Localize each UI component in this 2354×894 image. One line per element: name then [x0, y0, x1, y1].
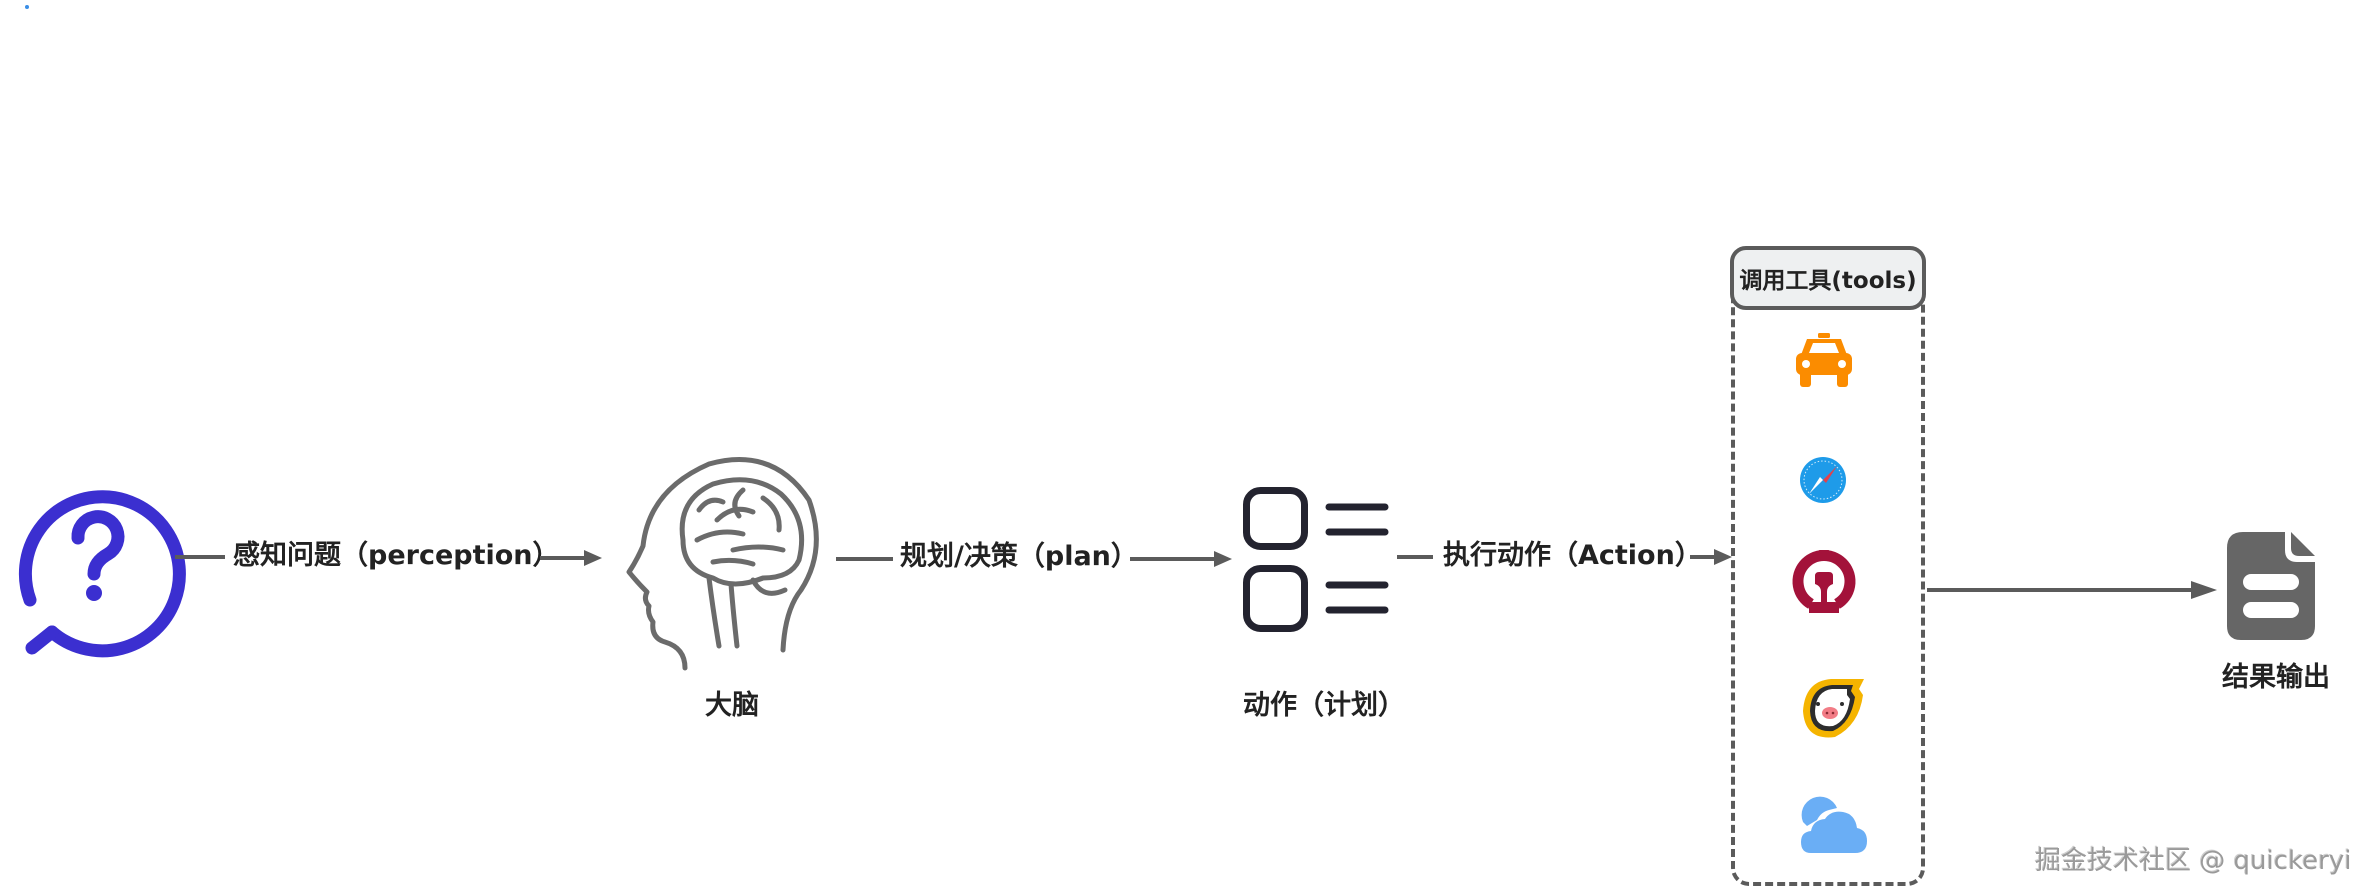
tools-header-label: 调用工具(tools) — [1739, 268, 1917, 294]
tools-header: 调用工具(tools) — [1730, 246, 1926, 310]
cloud-weather-icon — [1801, 796, 1867, 853]
fliggy-pig-icon — [1803, 679, 1864, 738]
edge-arrow-action — [1690, 549, 1732, 565]
node-label-brain: 大脑 — [705, 690, 759, 721]
china-railway-icon — [1792, 550, 1856, 613]
node-label-output: 结果输出 — [2222, 662, 2330, 693]
head-brain-icon — [626, 457, 819, 671]
edge-arrow-perception — [540, 550, 602, 566]
question-bubble-icon — [18, 490, 186, 658]
edge-line-plan-left — [836, 557, 893, 561]
edge-label-action: 执行动作（Action） — [1443, 540, 1702, 571]
checklist-icon — [1243, 487, 1389, 632]
edge-arrow-output — [1927, 581, 2217, 599]
safari-compass-icon — [1800, 457, 1846, 503]
edge-label-perception: 感知问题（perception） — [233, 540, 560, 571]
taxi-icon — [1796, 333, 1852, 387]
edge-label-plan: 规划/决策（plan） — [900, 541, 1138, 572]
edge-line-action-left — [1397, 555, 1433, 559]
tools-group-container — [1731, 290, 1925, 886]
edge-arrow-plan — [1130, 551, 1232, 567]
node-label-action-plan: 动作（计划） — [1243, 690, 1405, 721]
corner-dot — [25, 5, 29, 9]
watermark: 掘金技术社区 @ quickeryi — [2035, 846, 2352, 876]
document-icon — [2227, 532, 2315, 640]
edge-line-perception-left — [175, 555, 225, 559]
